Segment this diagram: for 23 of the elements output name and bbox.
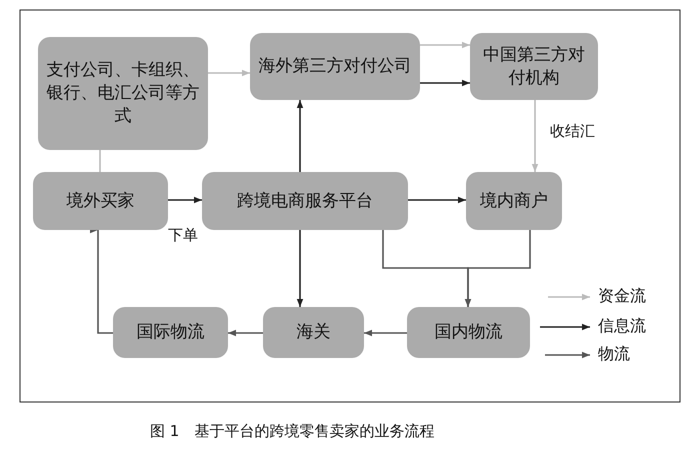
process-box: 支付公司、卡组织、银行、电汇公司等方式 <box>38 37 208 150</box>
process-box: 国内物流 <box>407 307 530 358</box>
arrow <box>420 42 470 48</box>
arrow <box>464 230 531 307</box>
arrow <box>168 196 202 204</box>
edge-label: 下单 <box>166 226 200 245</box>
process-box: 国际物流 <box>113 307 228 358</box>
process-box: 海关 <box>263 307 364 358</box>
arrow <box>228 330 263 336</box>
arrow <box>208 70 250 76</box>
arrow <box>408 196 466 204</box>
caption: 图 1 基于平台的跨境零售卖家的业务流程 <box>150 422 434 441</box>
edge-label: 收结汇 <box>548 122 597 141</box>
process-box: 境外买家 <box>33 172 168 230</box>
arrow <box>296 230 304 307</box>
process-box: 海外第三方对付公司 <box>250 33 420 100</box>
process-box: 境内商户 <box>466 172 562 230</box>
process-box: 中国第三方对付机构 <box>470 33 598 100</box>
arrow <box>532 100 538 172</box>
arrow <box>364 330 407 336</box>
arrow <box>296 100 304 172</box>
process-box: 跨境电商服务平台 <box>202 172 408 230</box>
arrow <box>420 80 470 86</box>
